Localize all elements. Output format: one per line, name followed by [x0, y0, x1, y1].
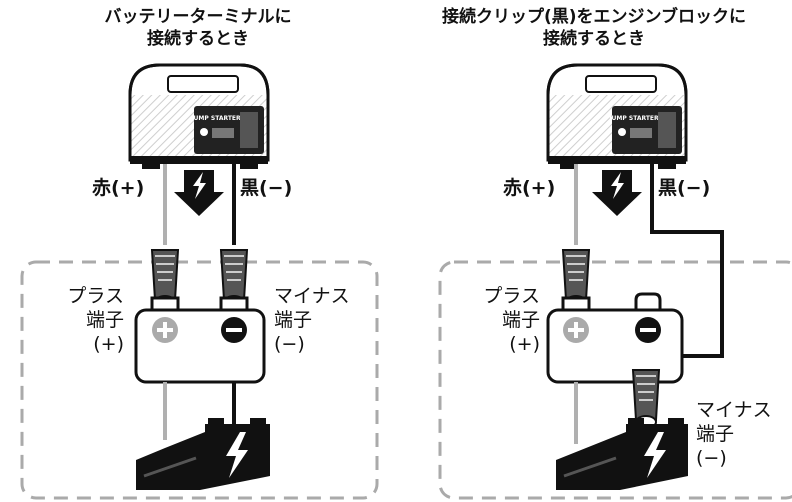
title-line-2: 接続するとき	[147, 29, 249, 49]
battery-icon	[546, 292, 684, 384]
red-cable-label: 赤(+)	[92, 177, 145, 199]
jump-starter-device: JUMP STARTER	[546, 63, 688, 169]
panel-title: バッテリーターミナルに 接続するとき	[0, 6, 396, 50]
battery-icon	[134, 296, 266, 384]
connection-diagram: JUMP STARTER	[20, 63, 379, 500]
dashed-boundary	[438, 260, 792, 500]
device-brand-label: JUMP STARTER	[608, 115, 659, 122]
dashed-boundary	[20, 260, 379, 500]
engine-starter-icon	[136, 418, 270, 490]
panel-battery-terminal: バッテリーターミナルに 接続するとき JUMP STARTER	[0, 6, 396, 500]
plus-terminal-label: プラス 端子 (+)	[483, 285, 540, 355]
connection-diagram: JUMP STARTER	[438, 63, 792, 500]
device-brand-label: JUMP STARTER	[190, 115, 241, 122]
engine-starter-icon	[556, 418, 688, 490]
red-cable-label: 赤(+)	[503, 177, 556, 199]
minus-terminal-label: マイナス 端子 (−)	[696, 399, 772, 469]
title-line-1: バッテリーターミナルに	[104, 7, 292, 27]
black-cable-label: 黒(−)	[240, 177, 293, 199]
panel-title: 接続クリップ(黒)をエンジンブロックに 接続するとき	[396, 6, 792, 50]
jump-starter-device: JUMP STARTER	[128, 63, 270, 169]
power-arrow-icon	[592, 170, 642, 216]
plus-terminal-label: プラス 端子 (+)	[67, 285, 124, 355]
black-cable-label: 黒(−)	[658, 177, 711, 199]
panel-engine-block: 接続クリップ(黒)をエンジンブロックに 接続するとき JUMP STARTER	[396, 0, 792, 502]
minus-terminal-label: マイナス 端子 (−)	[274, 285, 350, 355]
title-line-1: 接続クリップ(黒)をエンジンブロックに	[441, 7, 747, 27]
power-arrow-icon	[174, 170, 224, 216]
title-line-2: 接続するとき	[543, 29, 645, 49]
